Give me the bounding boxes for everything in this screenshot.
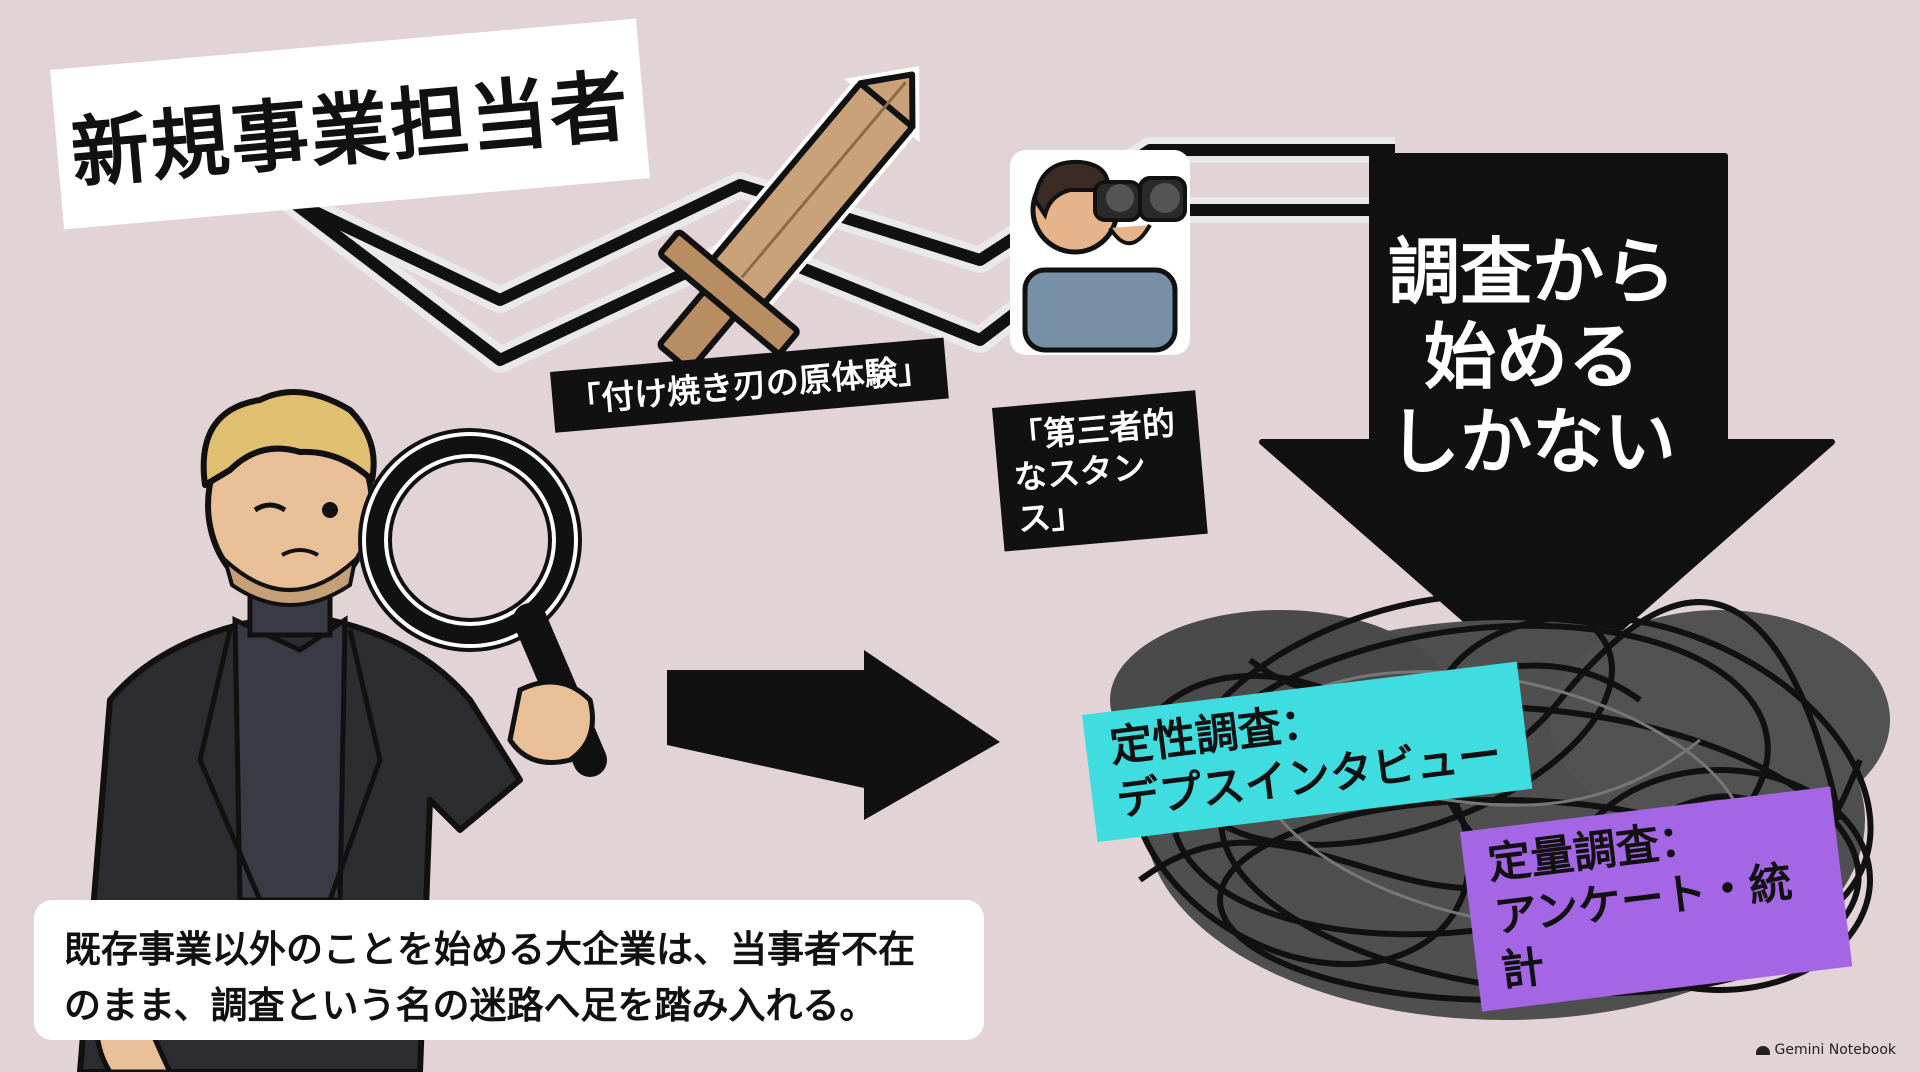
- page-title: 新規事業担当者: [67, 61, 634, 201]
- arrow-message: 調査から 始める しかない: [1382, 230, 1682, 485]
- watermark: Gemini Notebook: [1755, 1042, 1896, 1058]
- arrow-message-line: しかない: [1387, 399, 1676, 484]
- arrow-message-line: 始める: [1423, 314, 1640, 399]
- gemini-logo-icon: [1755, 1045, 1770, 1055]
- stance-label: 「第三者的なスタンス」: [992, 390, 1208, 552]
- watermark-text: Gemini Notebook: [1774, 1042, 1896, 1058]
- caption-box: 既存事業以外のことを始める大企業は、当事者不在 のまま、調査という名の迷路へ足を…: [34, 900, 984, 1040]
- big-down-arrow-icon: [1259, 153, 1835, 695]
- binoculars-person-icon: [1010, 150, 1190, 355]
- arrow-message-line: 調査から: [1387, 230, 1676, 314]
- wooden-sword-icon: [657, 66, 920, 373]
- right-arrow-icon: [667, 650, 1000, 820]
- caption-line: のまま、調査という名の迷路へ足を踏み入れる。: [64, 983, 877, 1027]
- caption-line: 既存事業以外のことを始める大企業は、当事者不在: [64, 928, 915, 971]
